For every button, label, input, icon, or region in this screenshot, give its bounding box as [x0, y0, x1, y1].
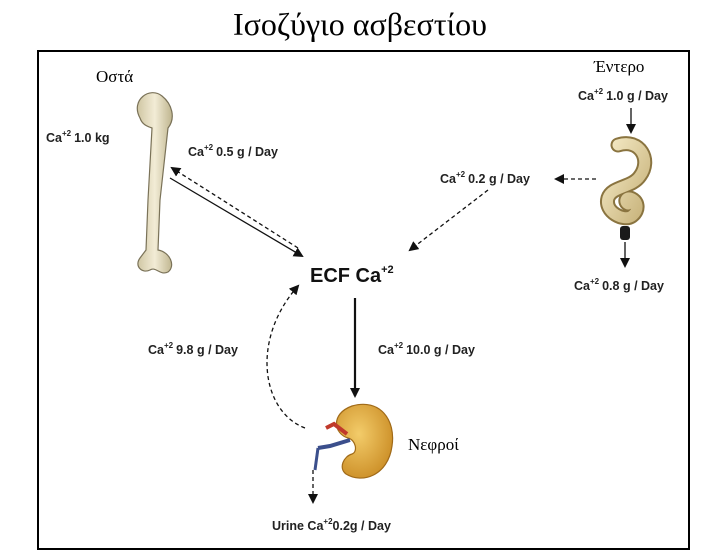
intestine-to-ecf-arrow	[408, 189, 489, 252]
intestine-icon	[600, 136, 653, 240]
urine-label: Urine Ca+20.2g / Day	[272, 517, 391, 533]
kidney-label: Νεφροί	[408, 435, 459, 454]
ecf-to-bone-arrow	[170, 166, 299, 249]
femur-icon	[136, 92, 173, 274]
bone-to-ecf-arrow	[169, 177, 304, 258]
page-title: Ισοζύγιο ασβεστίου	[232, 6, 488, 42]
kidney-icon	[313, 403, 394, 479]
ecf-calcium-label: ECF Ca+2	[310, 264, 394, 287]
intestine-label: Έντερο	[593, 57, 644, 76]
reabsorption-arrow	[266, 284, 306, 429]
bone-label: Οστά	[96, 67, 133, 86]
